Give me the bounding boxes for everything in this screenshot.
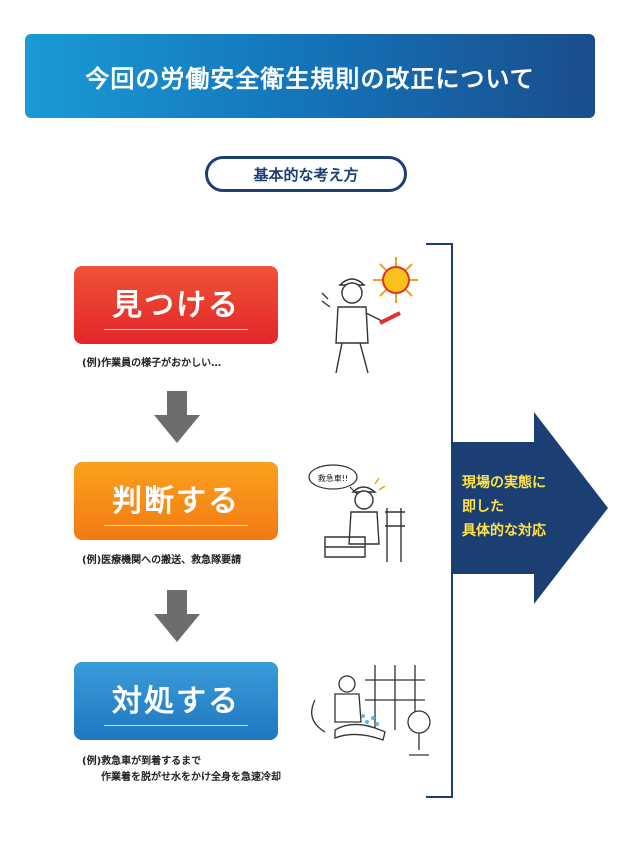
cooling-illustration: [311, 665, 431, 756]
result-line-2: 即した: [462, 499, 504, 515]
step-underline: [104, 725, 248, 726]
result-line-3: 具体的な対応: [462, 523, 546, 539]
concept-label: 基本的な考え方: [205, 156, 407, 192]
step-respond-label: 対処する: [112, 684, 240, 719]
sun-icon: [373, 257, 418, 303]
step-respond-example-1: (例)救急車が到着するまで: [82, 756, 202, 767]
step-find: 見つける: [74, 266, 278, 344]
worker-heat-illustration: [321, 257, 418, 374]
speech-bubble-text: 救急車!!: [318, 473, 348, 483]
title-banner: 今回の労働安全衛生規則の改正について: [25, 34, 595, 118]
page-title: 今回の労働安全衛生規則の改正について: [85, 64, 535, 93]
result-line-1: 現場の実態に: [462, 475, 546, 491]
step-underline: [104, 525, 248, 526]
down-arrow-icon: [154, 391, 200, 443]
step-find-example: (例)作業員の様子がおかしい…: [82, 358, 222, 369]
result-text: 現場の実態に 即した 具体的な対応: [462, 471, 592, 543]
worker-calling-illustration: 救急車!!: [308, 464, 405, 562]
step-respond-example-2: 作業着を脱がせ水をかけ全身を急速冷却: [101, 772, 281, 783]
step-judge-example: (例)医療機関への搬送、救急隊要請: [82, 555, 242, 566]
right-arrow-icon: [452, 412, 608, 604]
step-judge-label: 判断する: [112, 484, 240, 519]
step-underline: [104, 329, 248, 330]
step-respond: 対処する: [74, 662, 278, 740]
concept-label-text: 基本的な考え方: [253, 165, 359, 184]
down-arrow-icon: [154, 590, 200, 642]
step-find-label: 見つける: [112, 288, 240, 323]
step-judge: 判断する: [74, 462, 278, 540]
